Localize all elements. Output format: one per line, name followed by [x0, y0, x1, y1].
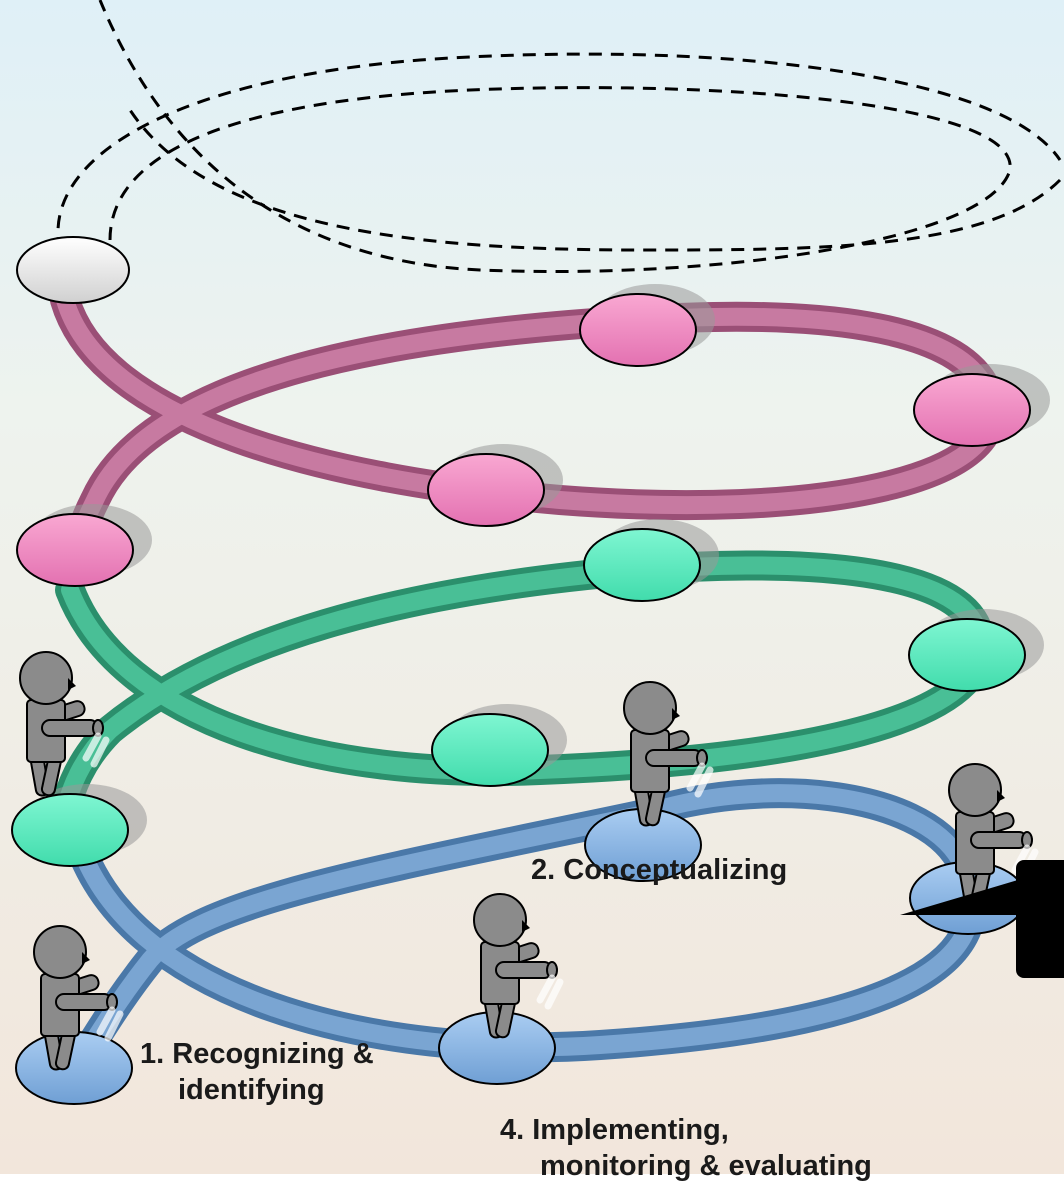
step-label-recognizing: 1. Recognizing & identifying — [140, 1038, 374, 1106]
lower-ring — [60, 778, 987, 1075]
step-label-conceptualizing: 2. Conceptualizing — [531, 854, 788, 886]
dashed-spiral-path — [56, 0, 1062, 273]
step-label-implementing: 4. Implementing, monitoring & evaluating — [500, 1114, 872, 1182]
middle-ring — [50, 550, 996, 825]
ring-node-icon — [431, 713, 549, 787]
ring-node-icon — [579, 293, 697, 367]
ring-node-icon — [16, 236, 130, 304]
ring-node-icon — [427, 453, 545, 527]
ring-node-icon — [11, 793, 129, 867]
ring-node-icon — [16, 513, 134, 587]
ring-nodes — [11, 236, 1050, 1105]
ring-node-icon — [908, 618, 1026, 692]
ring-node-icon — [583, 528, 701, 602]
ring-node-icon — [913, 373, 1031, 447]
speech-callout — [900, 860, 1064, 978]
